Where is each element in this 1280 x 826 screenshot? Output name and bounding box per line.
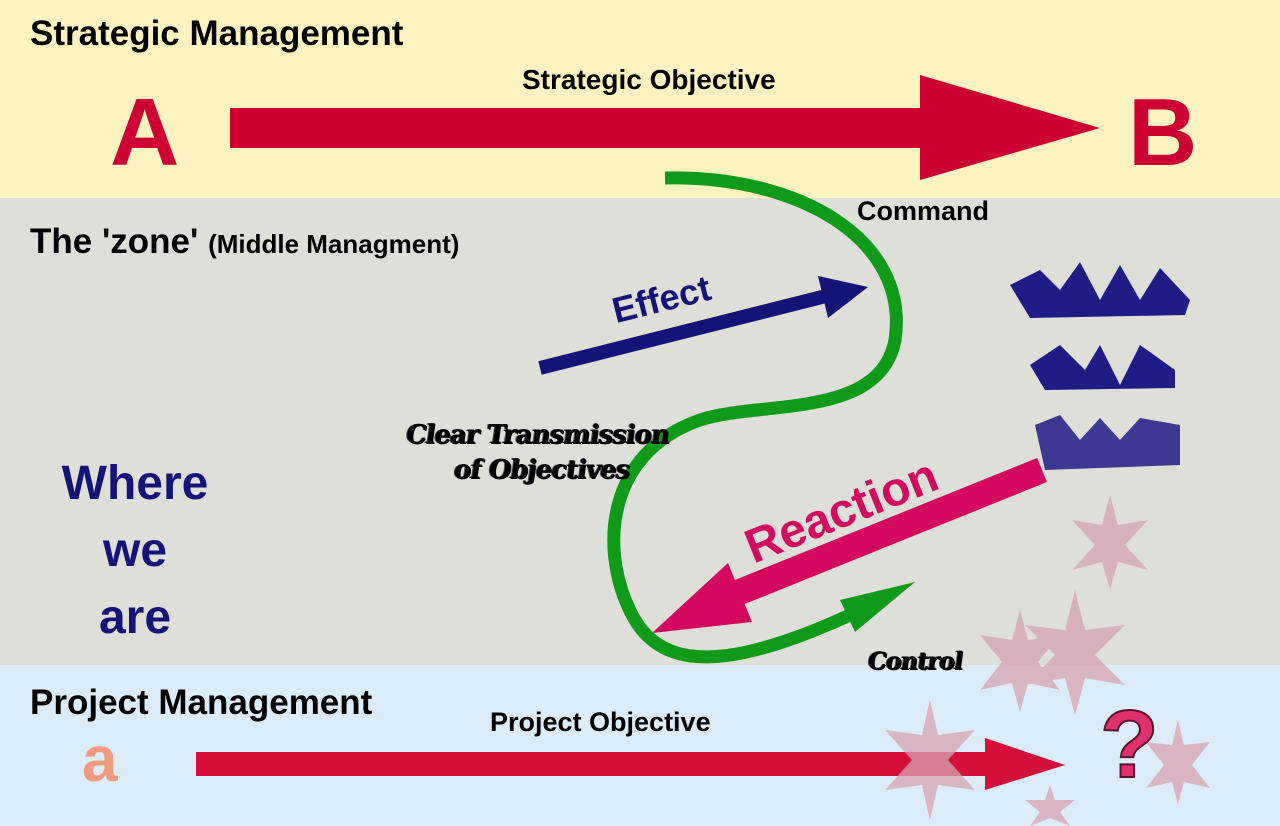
we-word: we (102, 524, 168, 577)
project-management-title: Project Management (30, 683, 373, 722)
where-we-are-label: Where we are (0, 450, 270, 651)
control-label: Control (865, 646, 965, 675)
point-b-label: B (1128, 79, 1198, 186)
transmission-label-line2: of Objectives (451, 455, 632, 485)
are-word: are (98, 591, 172, 644)
zone-title: The 'zone' (Middle Managment) (30, 222, 459, 262)
command-control-path (607, 171, 915, 664)
strategic-band (0, 0, 1280, 198)
distorted-text-graphic (1010, 262, 1190, 470)
unknown-outcome-question-mark: ? (1099, 690, 1160, 799)
where-word: Where (61, 457, 209, 510)
strategic-management-title: Strategic Management (30, 14, 404, 53)
zone-title-main: The 'zone' (30, 222, 199, 261)
reaction-arrow (652, 457, 1047, 633)
point-small-a-label: a (82, 723, 118, 795)
project-band (0, 665, 1280, 826)
effect-arrow (538, 276, 868, 375)
point-a-label: A (110, 79, 180, 186)
strategic-objective-arrow (230, 75, 1100, 180)
strategic-objective-label: Strategic Objective (522, 64, 776, 95)
command-label: Command (857, 196, 990, 226)
project-objective-label: Project Objective (490, 707, 711, 737)
chaos-stars-decoration (885, 495, 1210, 826)
transmission-label-line1: Clear Transmission (403, 420, 672, 450)
zone-subtitle: (Middle Managment) (208, 229, 460, 259)
project-objective-arrow (196, 738, 1065, 790)
